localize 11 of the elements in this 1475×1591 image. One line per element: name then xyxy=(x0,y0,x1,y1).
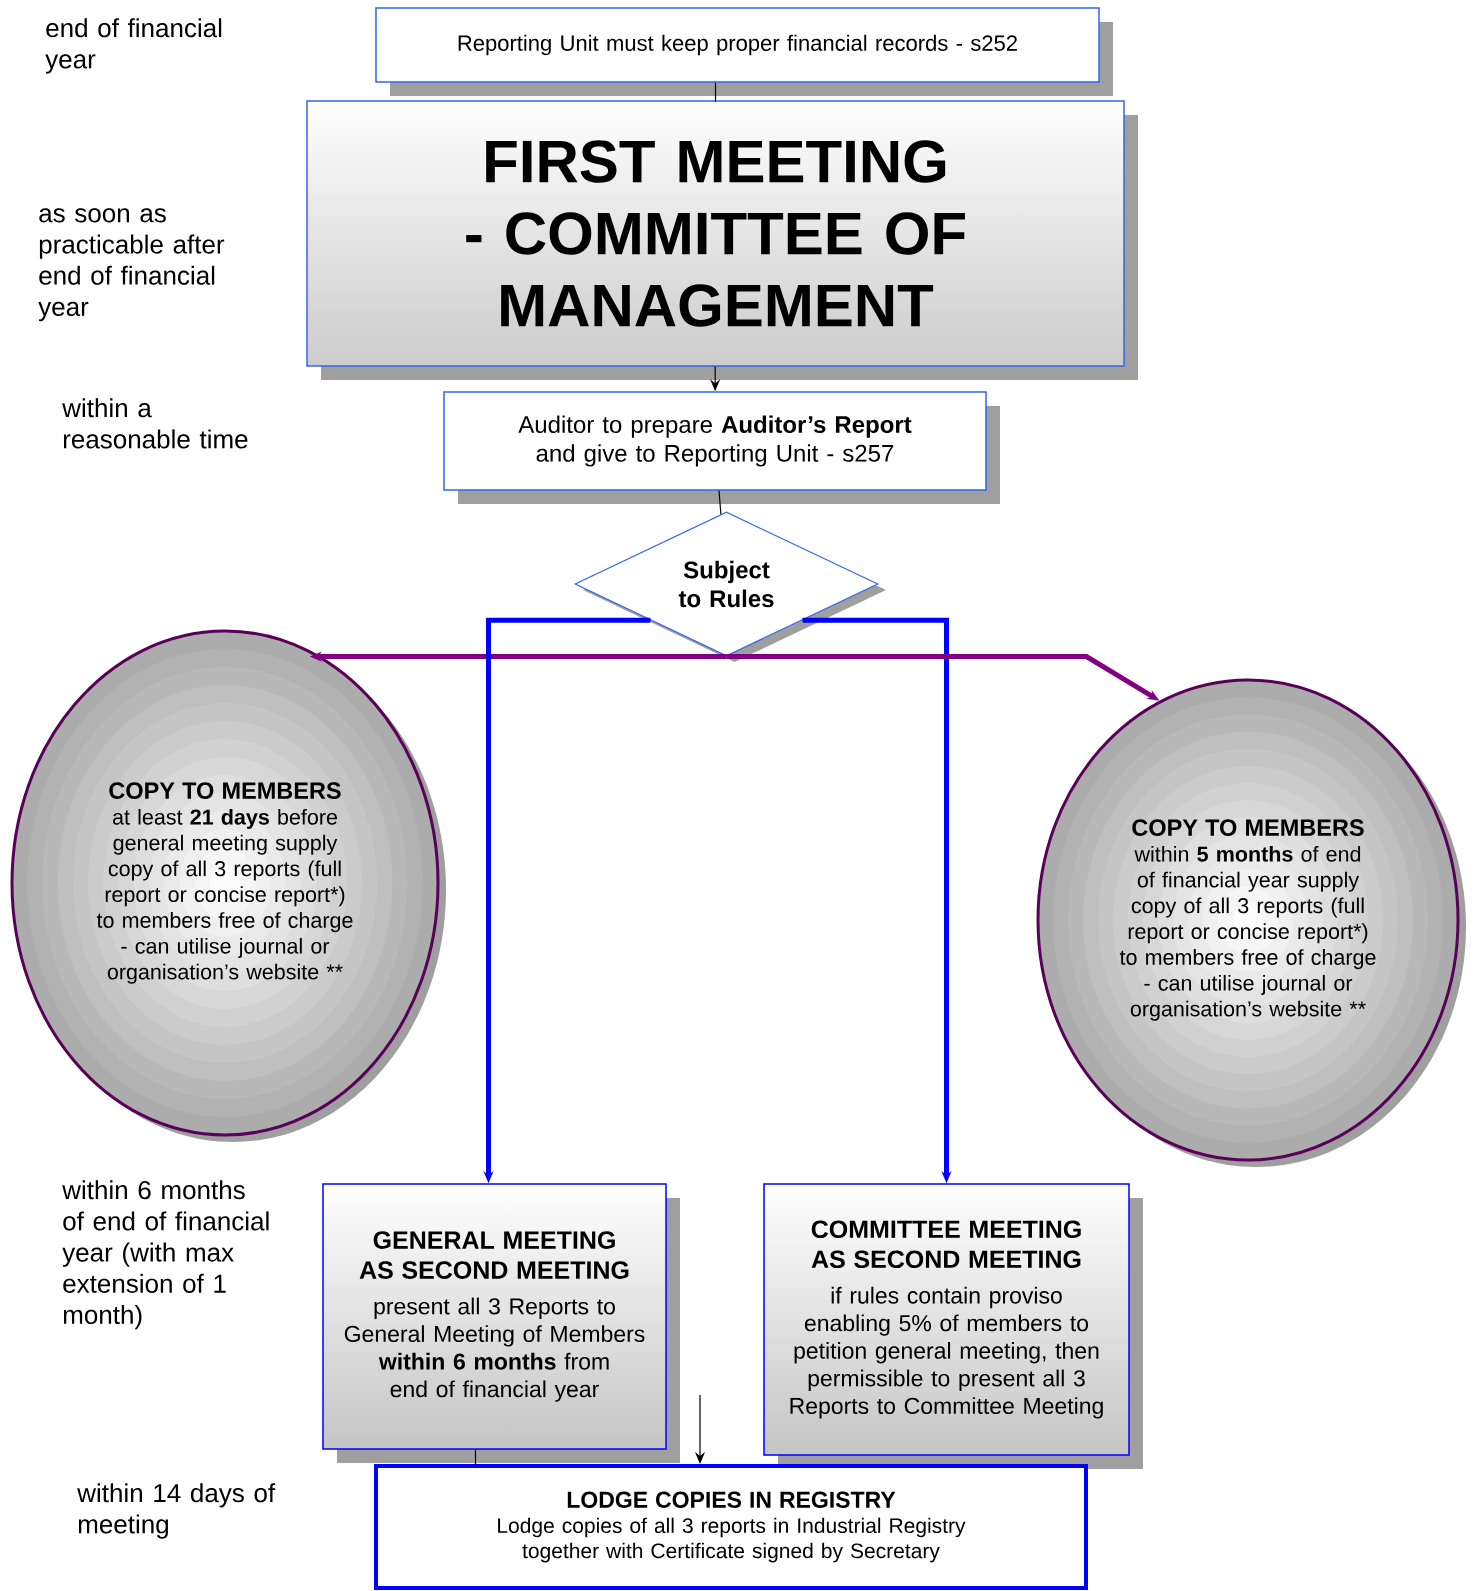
lodge-box: LODGE COPIES IN REGISTRY Lodge copies of all 3 reports in Industrial Registry together with Certificate signed by Secretary xyxy=(374,1464,1088,1590)
process-box: Auditor to prepare Auditor’s Report and give to Reporting Unit - s257 xyxy=(443,391,1000,504)
timing-note: within 6 months of end of financial year (with max extension of 1 month) xyxy=(62,1180,269,1330)
timing-note: end of financial year xyxy=(45,18,222,74)
timing-note: as soon as practicable after end of financial year xyxy=(38,208,225,322)
timing-note: within a reasonable time xyxy=(62,398,248,449)
timing-note: within 14 days of meeting xyxy=(77,1483,276,1539)
process-box: GENERAL MEETING AS SECOND MEETING present all 3 Reports to General Meeting of Members within 6 months from end of financial year xyxy=(322,1183,680,1463)
title-box: FIRST MEETING - COMMITTEE OF MANAGEMENT xyxy=(306,100,1138,380)
process-box: COMMITTEE MEETING AS SECOND MEETING if rules contain proviso enabling 5% of members to petition general meeting, then permissible to present all 3 Reports to Committee Meeting xyxy=(763,1183,1143,1469)
process-box: Reporting Unit must keep proper financial records - s252 xyxy=(375,7,1113,96)
